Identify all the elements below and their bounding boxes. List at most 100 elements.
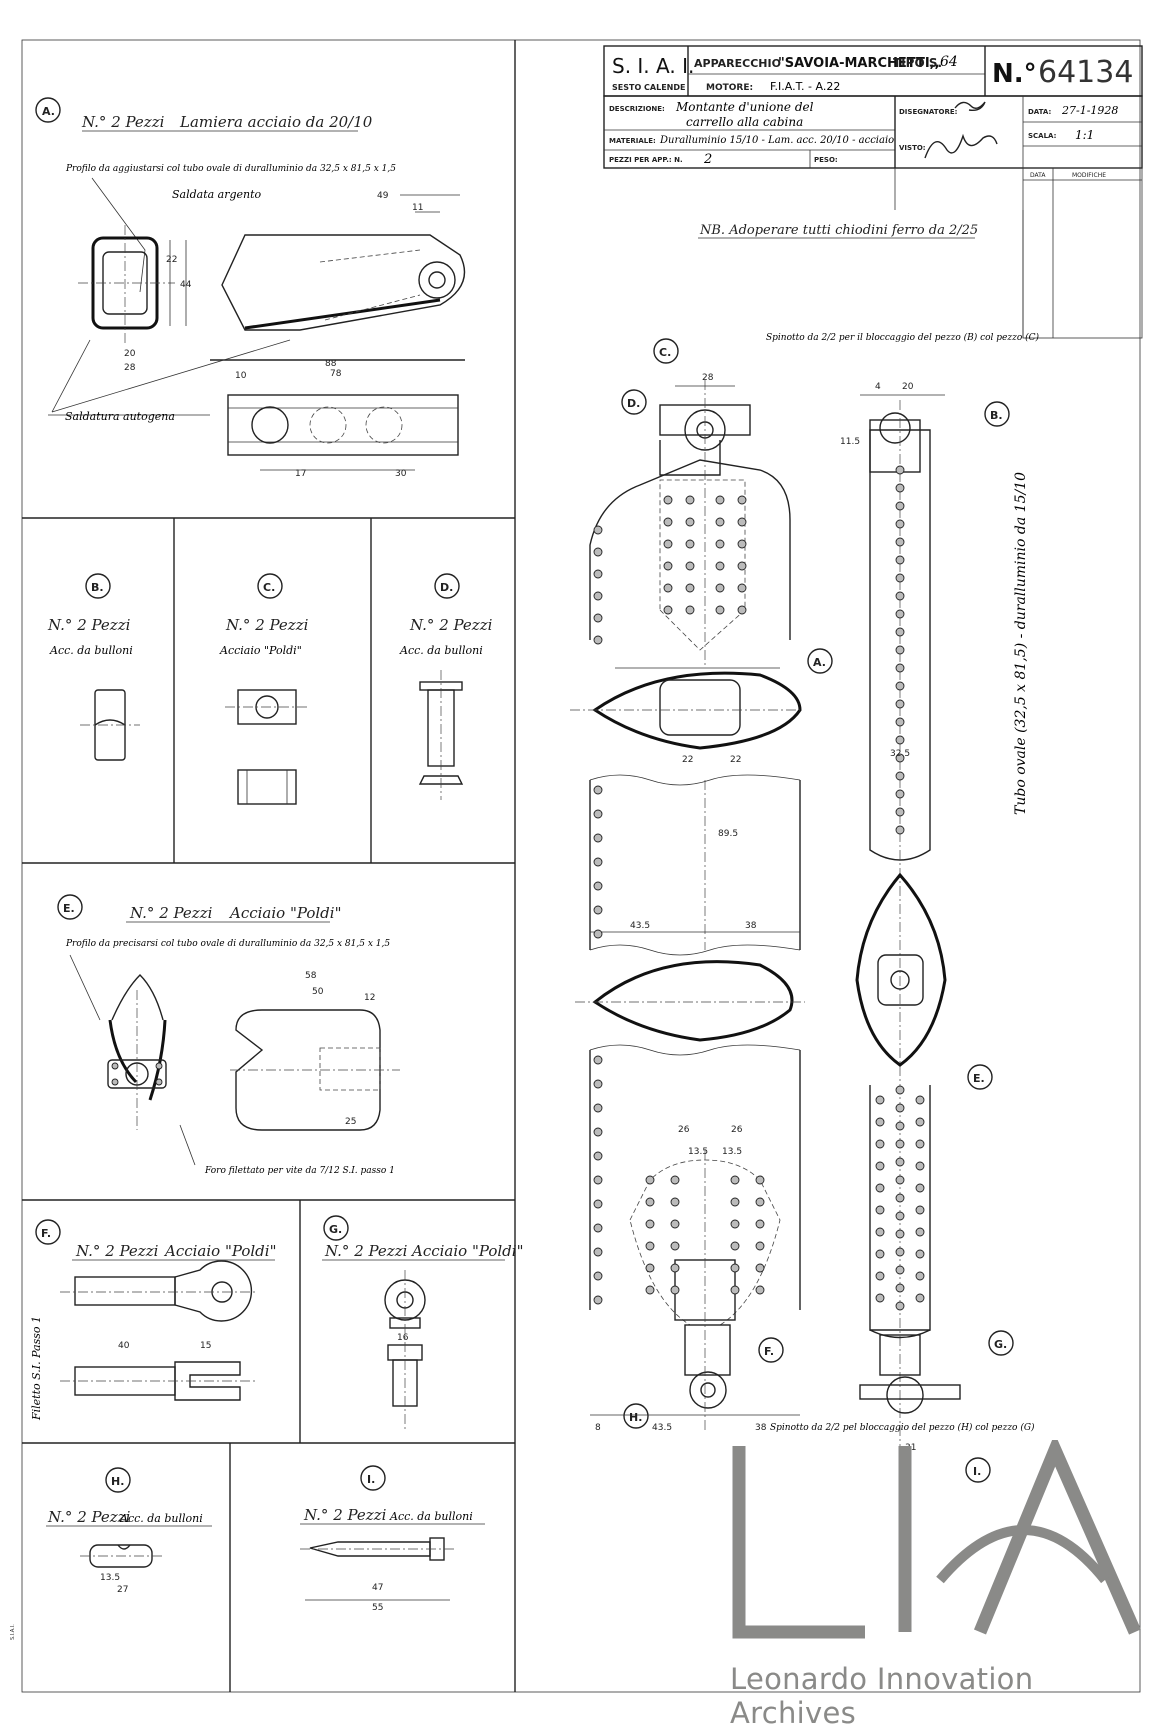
dim-e-58: 58: [305, 971, 317, 981]
dim-g-16: 16: [397, 1333, 409, 1343]
part-i-id: I.: [367, 1473, 375, 1486]
date-label: DATA:: [1028, 108, 1051, 116]
apparatus-label: APPARECCHIO: [694, 57, 781, 70]
dim-i-47: 47: [372, 1583, 383, 1593]
rivet: [755, 1219, 765, 1229]
rivet: [875, 1139, 885, 1149]
rivet: [685, 583, 695, 593]
rivet: [915, 1183, 925, 1193]
part-e-id: E.: [63, 902, 75, 915]
rivet: [593, 929, 603, 939]
rivet: [593, 1175, 603, 1185]
apparatus-name: "SAVOIA-MARCHETTI,,: [778, 56, 940, 71]
dim-a-11: 11: [412, 203, 423, 213]
rivet: [663, 495, 673, 505]
rivet: [895, 1139, 905, 1149]
dim-assembly-13-5a: 13.5: [688, 1147, 708, 1157]
rivet: [895, 1175, 905, 1185]
rivet: [737, 605, 747, 615]
rivet: [593, 569, 603, 579]
rivet: [730, 1285, 740, 1295]
rivet: [895, 663, 905, 673]
part-h-material: Acc. da bulloni: [119, 1512, 203, 1525]
rivet: [755, 1197, 765, 1207]
part-a-note-welding: Saldatura autogena: [65, 410, 175, 423]
dim-c-22: 22: [682, 755, 693, 765]
rivet: [875, 1117, 885, 1127]
rivet: [755, 1263, 765, 1273]
dim-a-17: 17: [295, 469, 306, 479]
rivet: [737, 583, 747, 593]
rivet: [593, 1271, 603, 1281]
drawing-number-label: N.°: [992, 59, 1037, 89]
designer-label: DISEGNATORE:: [899, 108, 958, 116]
dim-f-15: 15: [200, 1341, 211, 1351]
part-i-material: Acc. da bulloni: [389, 1510, 473, 1523]
part-e-qty: N.° 2 Pezzi: [129, 904, 213, 922]
part-i-drawing: [300, 1465, 455, 1601]
tube-label: Tubo ovale (32,5 x 81,5) - duralluminio …: [1013, 472, 1029, 815]
part-a-note-profile: Profilo da aggiustarsi col tubo ovale di…: [65, 164, 396, 174]
rivet: [663, 517, 673, 527]
assembly-rivets: [593, 465, 925, 1311]
part-f-drawing: [35, 1219, 255, 1401]
dim-assembly-43-5: 43.5: [652, 1423, 672, 1433]
part-a-callout: [35, 97, 61, 123]
dim-a-88: 88: [325, 359, 337, 369]
rivet: [645, 1285, 655, 1295]
dim-a-22: 22: [166, 255, 177, 265]
dim-c-11-5: 11.5: [840, 437, 860, 447]
assembly-callout-c: C.: [659, 346, 671, 359]
rivet: [593, 1199, 603, 1209]
dim-h-27: 27: [117, 1585, 128, 1595]
rivet: [895, 1247, 905, 1257]
rivet: [663, 583, 673, 593]
type-value: 64: [940, 54, 958, 70]
rivet: [895, 1211, 905, 1221]
assembly-callout-g: G.: [994, 1338, 1007, 1351]
rivet: [895, 627, 905, 637]
rivet: [895, 483, 905, 493]
part-d-id: D.: [440, 581, 453, 594]
company-name: S. I. A. I.: [612, 54, 694, 78]
rivet: [730, 1197, 740, 1207]
rivet: [737, 495, 747, 505]
part-g-material: Acciaio "Poldi": [410, 1242, 523, 1260]
rivet: [645, 1219, 655, 1229]
rivet: [737, 517, 747, 527]
rivet: [663, 605, 673, 615]
rivet: [670, 1241, 680, 1251]
rivet: [875, 1183, 885, 1193]
rivet: [875, 1205, 885, 1215]
designer-signature: [954, 101, 986, 112]
pieces-label: PEZZI PER APP.: N.: [609, 156, 683, 164]
rivet: [737, 539, 747, 549]
rivet: [593, 613, 603, 623]
logo-letter-a-arc: [936, 1525, 1109, 1584]
part-a-drawing: [35, 97, 466, 471]
rivet: [593, 905, 603, 915]
part-a-note-silver: Saldata argento: [172, 188, 262, 201]
printer-mark: S.I.A.I.: [10, 1624, 16, 1640]
rivet: [593, 1223, 603, 1233]
logo-letter-a: [973, 1440, 1141, 1635]
rivet: [875, 1095, 885, 1105]
rivet: [685, 517, 695, 527]
dim-a-49: 49: [377, 191, 389, 201]
part-h-id: H.: [111, 1475, 124, 1488]
rivet: [730, 1219, 740, 1229]
dim-assembly-26b: 26: [731, 1125, 743, 1135]
rivet: [593, 833, 603, 843]
rivet: [645, 1263, 655, 1273]
dim-assembly-26a: 26: [678, 1125, 690, 1135]
part-h-drawing: [80, 1467, 165, 1568]
rivet: [715, 561, 725, 571]
rivet: [895, 1229, 905, 1239]
assembly-callout-i: I.: [973, 1465, 981, 1478]
part-f-note-thread: Filetto S.I. Passo 1: [30, 1316, 43, 1421]
rivet: [915, 1117, 925, 1127]
rivet: [895, 591, 905, 601]
pieces-value: 2: [703, 152, 712, 167]
dim-a-20: 20: [124, 349, 136, 359]
